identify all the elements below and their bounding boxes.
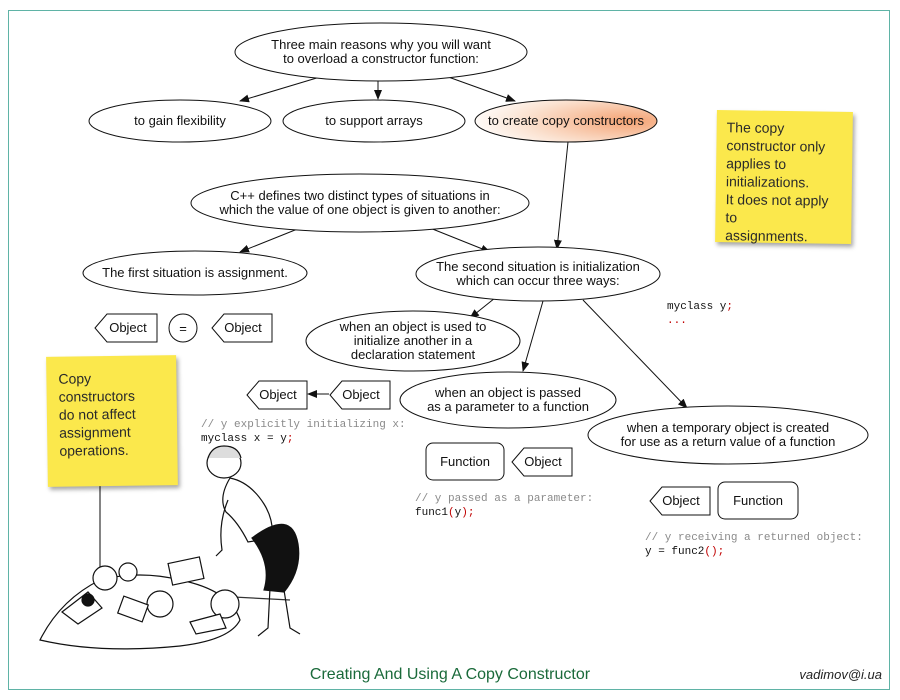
ellipse-label-line: which the value of one object is given t… bbox=[218, 202, 500, 217]
arrow-cpp-first bbox=[239, 227, 301, 253]
svg-text:to create copy constructors: to create copy constructors bbox=[488, 113, 645, 128]
svg-text:The second situation is initia: The second situation is initializationwh… bbox=[436, 259, 640, 288]
code-parameter-open: ( bbox=[448, 507, 455, 519]
svg-text:Function: Function bbox=[733, 493, 783, 508]
arrow-copy-second bbox=[553, 141, 569, 250]
code-returned-semicolon: ; bbox=[717, 546, 725, 558]
arrow-second-parameter bbox=[521, 300, 544, 372]
note-copy-only-init: The copy constructor only applies to ini… bbox=[715, 110, 853, 244]
code-explicit-comment: // y explicitly initializing x: bbox=[201, 419, 406, 431]
code-parameter-semicolon: ; bbox=[467, 507, 475, 519]
ellipse-arrays: to support arrays bbox=[282, 99, 466, 143]
ellipse-flexibility: to gain flexibility bbox=[88, 99, 272, 143]
code-returned-comment: // y receiving a returned object: bbox=[645, 532, 863, 544]
svg-text:The first situation is assignm: The first situation is assignment. bbox=[102, 265, 288, 280]
code-explicit-statement: myclass x = y bbox=[201, 433, 287, 445]
svg-text:Object: Object bbox=[259, 387, 297, 402]
author-email: vadimov@i.ua bbox=[799, 667, 882, 682]
ellipse-label-line: as a parameter to a function bbox=[427, 399, 589, 414]
svg-text:Object: Object bbox=[662, 493, 700, 508]
svg-text:Object: Object bbox=[224, 320, 262, 335]
code-returned-parens: () bbox=[704, 546, 718, 558]
arrow-second-temporary bbox=[582, 299, 688, 409]
code-declaration-semicolon: ; bbox=[726, 301, 734, 313]
code-parameter-comment: // y passed as a parameter: bbox=[415, 493, 594, 505]
function-box-parameter: Function bbox=[425, 442, 505, 481]
code-returned-statement: y = func2 bbox=[645, 546, 705, 558]
ellipse-first-situation: The first situation is assignment. bbox=[82, 250, 308, 296]
code-parameter-call: func1 bbox=[415, 507, 449, 519]
arrow-cpp-second bbox=[429, 227, 491, 253]
ellipse-label-line: which can occur three ways: bbox=[455, 273, 619, 288]
equals-circle: = bbox=[168, 313, 198, 343]
svg-text:Function: Function bbox=[440, 454, 490, 469]
code-returned: // y receiving a returned object: y = fun… bbox=[645, 531, 863, 559]
code-explicit-init: // y explicitly initializing x: myclass x… bbox=[201, 418, 406, 446]
ellipse-label-line: to overload a constructor function: bbox=[283, 51, 479, 66]
function-box-returned: Function bbox=[717, 481, 799, 520]
ellipse-label-line: when an object is passed bbox=[434, 385, 581, 400]
ellipse-label-line: for use as a return value of a function bbox=[621, 434, 836, 449]
svg-text:=: = bbox=[179, 321, 187, 336]
ellipse-copy-constructors: to create copy constructors bbox=[474, 99, 658, 143]
code-declaration-var: myclass y bbox=[667, 301, 727, 313]
code-declaration-dots: ... bbox=[667, 315, 687, 327]
ellipse-label-line: when a temporary object is created bbox=[626, 420, 829, 435]
ellipse-label-line: initialize another in a bbox=[354, 333, 473, 348]
object-box-assign-left: Object bbox=[94, 313, 158, 343]
note-no-assignment: Copy constructors do not affect assignme… bbox=[46, 355, 178, 487]
ellipse-label-line: declaration statement bbox=[351, 347, 476, 362]
code-parameter-close: ) bbox=[461, 507, 468, 519]
object-box-source: Object bbox=[329, 380, 391, 410]
ellipse-cpp-situations: C++ defines two distinct types of situat… bbox=[190, 173, 530, 233]
code-declaration: myclass y;... bbox=[667, 300, 733, 328]
svg-text:Object: Object bbox=[524, 454, 562, 469]
ellipse-label-line: The first situation is assignment. bbox=[102, 265, 288, 280]
ellipse-label-line: C++ defines two distinct types of situat… bbox=[230, 188, 489, 203]
woman-toys-illustration bbox=[39, 445, 301, 650]
svg-text:to support arrays: to support arrays bbox=[325, 113, 423, 128]
svg-text:to gain flexibility: to gain flexibility bbox=[134, 113, 226, 128]
object-box-assign-right: Object bbox=[211, 313, 273, 343]
svg-text:C++ defines two distinct types: C++ defines two distinct types of situat… bbox=[218, 188, 500, 217]
object-box-returned: Object bbox=[649, 486, 711, 516]
object-box-target: Object bbox=[246, 380, 308, 410]
diagram-title: Creating And Using A Copy Constructor bbox=[309, 666, 591, 683]
ellipse-label-line: when an object is used to bbox=[339, 319, 487, 334]
code-explicit-semicolon: ; bbox=[286, 433, 294, 445]
svg-text:Object: Object bbox=[342, 387, 380, 402]
ellipse-label-line: to support arrays bbox=[325, 113, 423, 128]
ellipse-label-line: The second situation is initialization bbox=[436, 259, 640, 274]
ellipse-label-line: to gain flexibility bbox=[134, 113, 226, 128]
ellipse-label-line: Three main reasons why you will want bbox=[271, 37, 491, 52]
page-frame bbox=[8, 10, 890, 690]
code-parameter: // y passed as a parameter: func1(y); bbox=[415, 492, 593, 520]
object-box-parameter: Object bbox=[511, 447, 573, 477]
ellipse-label-line: to create copy constructors bbox=[488, 113, 645, 128]
arrow-root-flexibility bbox=[239, 73, 331, 103]
arrow-root-copy bbox=[439, 73, 516, 102]
code-parameter-arg: y bbox=[454, 507, 462, 519]
svg-text:Object: Object bbox=[109, 320, 147, 335]
